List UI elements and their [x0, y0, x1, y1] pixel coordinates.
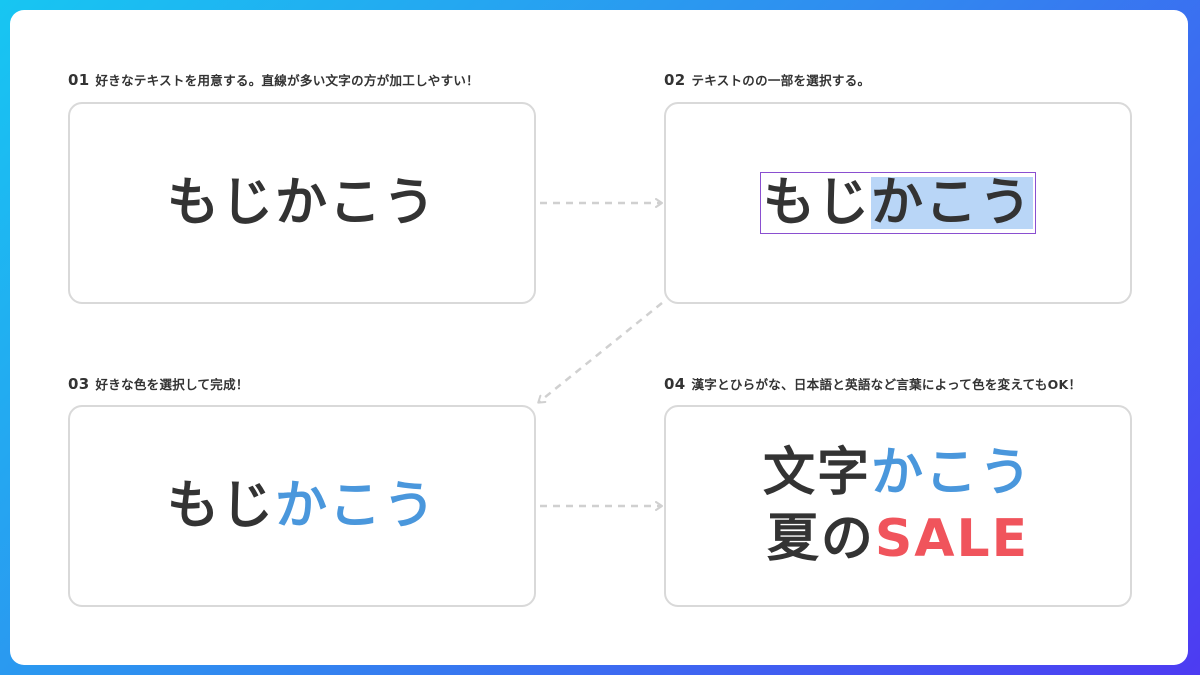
- step-01-sample-text: もじかこう: [166, 173, 437, 233]
- step-01-number: 01: [68, 71, 90, 89]
- step-04-sample-line-1: 文字かこう: [763, 447, 1033, 499]
- step-04-heading: 04 漢字とひらがな、日本語と英語など言葉によって色を変えてもOK！: [664, 374, 1081, 393]
- step-02-label: テキストのの一部を選択する。: [691, 73, 871, 88]
- step-02-number: 02: [664, 71, 686, 89]
- step-01-heading: 01 好きなテキストを用意する。直線が多い文字の方が加工しやすい！: [68, 70, 479, 89]
- step-04-label: 漢字とひらがな、日本語と英語など言葉によって色を変えてもOK！: [691, 377, 1082, 392]
- step-04-sample-line-2: 夏のSALE: [767, 513, 1029, 565]
- step-03-heading: 03 好きな色を選択して完成！: [68, 374, 249, 393]
- step-03-number: 03: [68, 375, 90, 393]
- step-02-heading: 02 テキストのの一部を選択する。: [664, 70, 870, 89]
- step-04-panel: 文字かこう 夏のSALE: [664, 405, 1132, 607]
- step-04-hiragana-text: かこう: [871, 443, 1034, 503]
- step-03-sample-text: もじかこう: [167, 480, 437, 532]
- text-selection-box[interactable]: もじかこう: [759, 172, 1037, 234]
- step-01-label: 好きなテキストを用意する。直線が多い文字の方が加工しやすい！: [95, 73, 479, 88]
- step-04-kanji-text: 文字: [762, 443, 871, 503]
- step-04-samples: 文字かこう 夏のSALE: [763, 447, 1033, 565]
- step-02-unselected-text: もじ: [762, 173, 871, 233]
- step-03-colored-text: かこう: [275, 476, 438, 536]
- step-04-number: 04: [664, 375, 686, 393]
- step-03-label: 好きな色を選択して完成！: [95, 377, 249, 392]
- step-04-english-text: SALE: [874, 509, 1030, 569]
- step-02-selected-text[interactable]: かこう: [871, 173, 1034, 233]
- step-03-panel: もじかこう: [68, 405, 536, 607]
- step-01-panel: もじかこう: [68, 102, 536, 304]
- step-04-japanese-text: 夏の: [766, 509, 875, 569]
- step-03-plain-text: もじ: [166, 476, 275, 536]
- step-02-panel: もじかこう: [664, 102, 1132, 304]
